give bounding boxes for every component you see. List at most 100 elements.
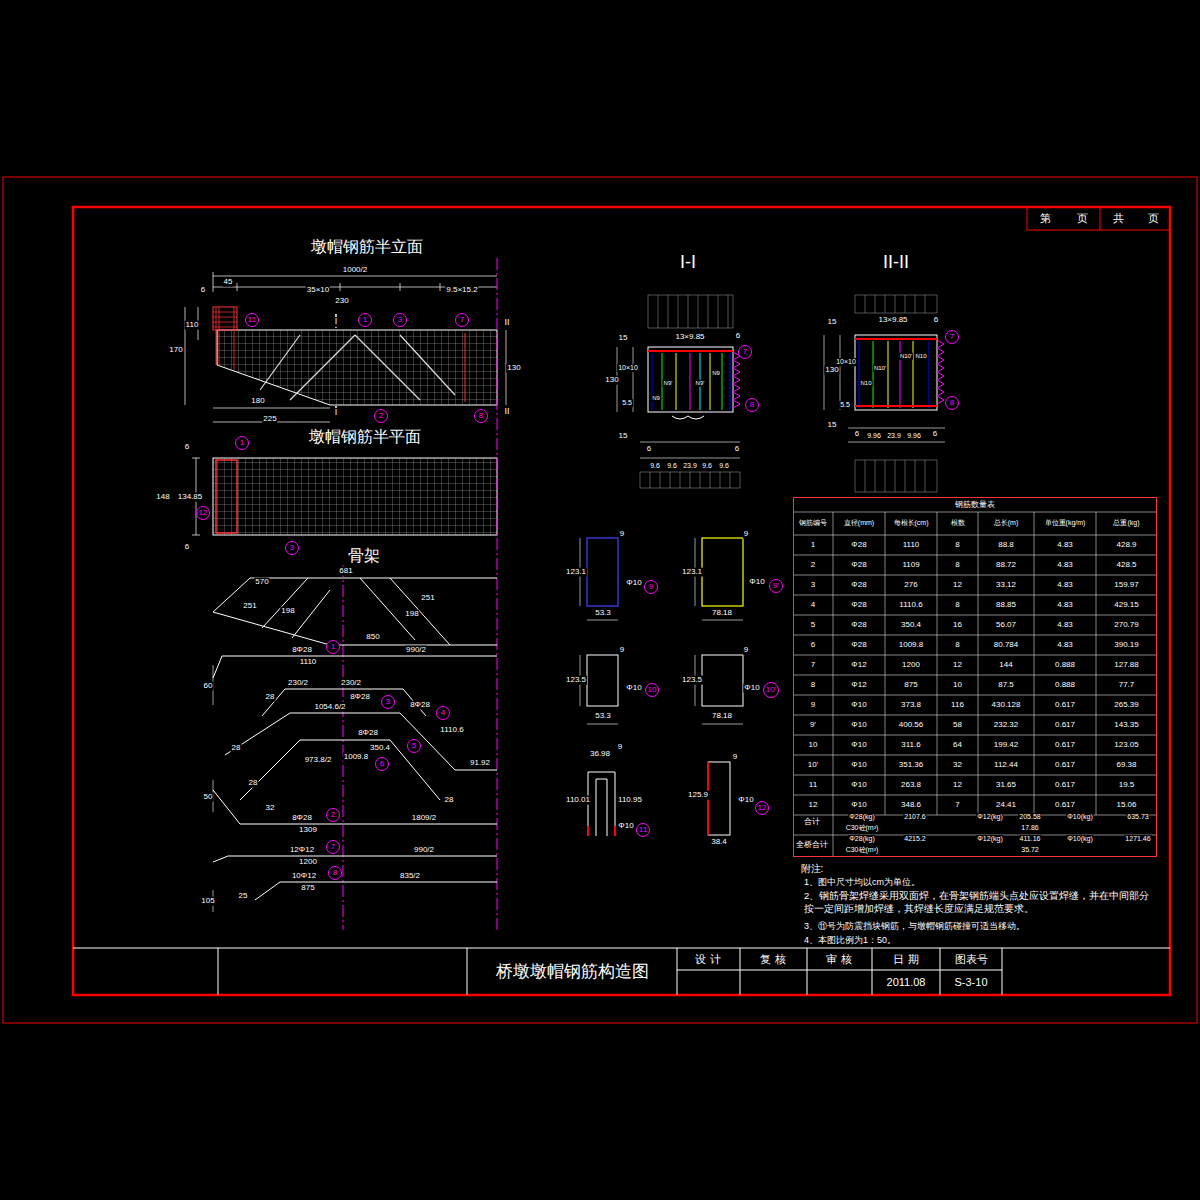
callout-number: 2 [326, 808, 340, 822]
drawing-label: 6 [184, 543, 190, 552]
table-cell: Φ10 [850, 741, 867, 750]
drawing-label: 页 [1076, 212, 1089, 224]
table-cell: 143.35 [1113, 721, 1139, 730]
table-cell: 总长(m) [993, 519, 1020, 527]
drawing-label: 8Φ28 [409, 701, 431, 710]
drawing-label: 110.01 [565, 796, 591, 805]
drawing-label: 973.8/2 [304, 756, 333, 765]
drawing-label: 6 [932, 430, 938, 439]
table-cell: 11 [808, 781, 818, 790]
table-cell: 1200 [901, 661, 921, 670]
table-cell: 270.79 [1113, 621, 1139, 630]
drawing-label: 411.16 [1019, 835, 1042, 843]
drawing-label: 230 [334, 297, 349, 306]
table-cell: 350.4 [900, 621, 922, 630]
table-cell: 428.9 [1115, 541, 1137, 550]
drawing-label: 78.18 [711, 609, 733, 618]
drawing-label: 170 [168, 346, 183, 355]
drawing-label: 9 [743, 646, 749, 655]
table-cell: 69.38 [1115, 761, 1137, 770]
callout-number: 7 [738, 345, 752, 359]
callout-number: 1 [358, 313, 372, 327]
drawing-label: I [334, 317, 339, 327]
drawing-label: 28 [444, 796, 455, 805]
drawing-label: 230/2 [340, 679, 362, 688]
table-cell: 348.6 [900, 801, 922, 810]
drawing-label: 105 [200, 897, 215, 906]
drawing-label: 2011.08 [886, 976, 927, 988]
drawing-label: 45 [223, 278, 234, 287]
drawing-label: 8Φ28 [357, 729, 379, 738]
drawing-label: 180 [250, 397, 265, 406]
table-cell: 400.56 [898, 721, 924, 730]
drawing-label: Φ12(kg) [976, 813, 1003, 821]
drawing-label: 1、图中尺寸均以cm为单位。 [803, 878, 921, 888]
table-cell: 16 [952, 621, 963, 630]
table-cell: 123.05 [1113, 741, 1139, 750]
drawing-title: 桥墩墩帽钢筋构造图 [495, 963, 650, 982]
drawing-label: 8Φ28 [291, 646, 313, 655]
table-cell: 12 [952, 581, 963, 590]
table-cell: 428.5 [1115, 561, 1137, 570]
callout-number: 9 [644, 580, 658, 594]
callout-text: 8 [479, 412, 483, 420]
table-cell: 1110 [902, 541, 921, 550]
drawing-label: 6 [200, 286, 206, 295]
callout-text: 12 [199, 509, 208, 517]
table-cell: Φ10 [850, 701, 867, 710]
table-cell: Φ10 [850, 721, 867, 730]
drawing-label: 4、本图比例为1：50。 [803, 936, 897, 946]
table-cell: 8 [810, 681, 816, 690]
table-cell: Φ28 [850, 621, 867, 630]
drawing-label: 50 [203, 793, 214, 802]
table-cell: 1 [810, 541, 816, 550]
table-cell: 15.06 [1115, 801, 1137, 810]
drawing-label: 9.6 [701, 462, 713, 470]
table-cell: 8 [954, 601, 960, 610]
drawing-label: C30砼(m³) [845, 824, 880, 832]
drawing-label: 墩帽钢筋半平面 [308, 428, 422, 446]
callout-number: 11 [245, 313, 259, 327]
drawing-label: 681 [338, 567, 353, 576]
table-cell: Φ28 [850, 601, 867, 610]
drawing-label: 9 [619, 646, 625, 655]
callout-number: 5 [407, 739, 421, 753]
table-cell: 0.888 [1054, 681, 1076, 690]
drawing-label: N9 [651, 395, 661, 402]
table-cell: Φ28 [850, 541, 867, 550]
drawing-label: 198 [404, 610, 419, 619]
drawing-label: 12Φ12 [289, 846, 315, 855]
callout-text: 7 [331, 843, 335, 851]
drawing-label: 15 [827, 318, 838, 327]
table-cell: 直径(mm) [843, 519, 875, 527]
table-cell: 77.7 [1118, 681, 1136, 690]
drawing-label: 复 核 [759, 953, 786, 965]
drawing-label: Φ12(kg) [976, 835, 1003, 843]
table-cell: 10 [952, 681, 963, 690]
table-cell: 32 [952, 761, 963, 770]
table-cell: Φ12 [850, 681, 867, 690]
callout-text: 3 [290, 544, 294, 552]
callout-number: 7 [326, 840, 340, 854]
drawing-label: 110.95 [617, 796, 643, 805]
callout-number: 9' [769, 579, 783, 593]
drawing-label: 17.86 [1020, 824, 1040, 832]
callout-text: 1 [363, 316, 367, 324]
drawing-label: 2107.6 [903, 813, 926, 821]
drawing-label: 53.3 [594, 609, 612, 618]
table-cell: 263.8 [900, 781, 922, 790]
callout-text: 8 [333, 869, 337, 877]
table-cell: 112.44 [993, 761, 1019, 770]
table-cell: 6 [810, 641, 816, 650]
table-cell: 8 [954, 641, 960, 650]
table-cell: 159.97 [1113, 581, 1139, 590]
drawing-label: 1271.46 [1124, 835, 1151, 843]
table-cell: 87.5 [997, 681, 1015, 690]
callout-number: 12 [755, 801, 769, 815]
callout-text: 9' [773, 582, 779, 590]
drawing-label: S-3-10 [953, 976, 988, 988]
callout-number: 10' [763, 682, 779, 698]
drawing-label: Φ10(kg) [1066, 835, 1093, 843]
table-cell: 钢筋编号 [798, 519, 828, 527]
drawing-label: 页 [1147, 212, 1160, 224]
